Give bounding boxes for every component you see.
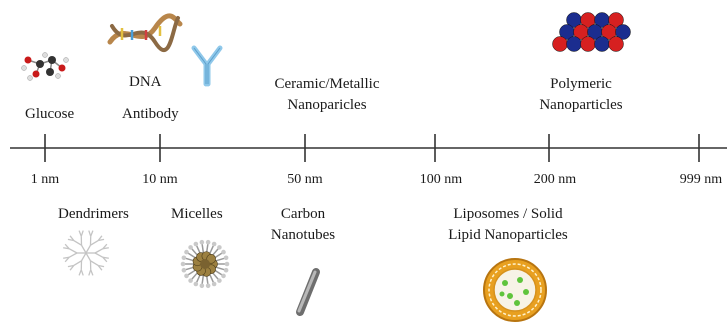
label-antibody: Antibody — [122, 106, 179, 122]
label-polymeric-line1: Polymeric — [550, 76, 612, 92]
glucose-molecule-icon — [21, 52, 69, 81]
dendrimer-icon — [63, 230, 109, 276]
liposome-icon — [483, 258, 547, 322]
polymeric-nanoparticles-icon — [552, 12, 631, 52]
tick-label-10nm: 10 nm — [142, 172, 178, 187]
label-glucose: Glucose — [25, 106, 75, 122]
label-liposomes-line1: Liposomes / Solid — [453, 206, 563, 222]
label-carbon-line2: Nanotubes — [270, 227, 336, 243]
label-polymeric-nanoparticles: Polymeric Nanoparticles — [539, 74, 622, 116]
label-ceramic-metallic-nanoparticles: Ceramic/Metallic Nanoparicles — [275, 74, 380, 116]
label-ceramic-line1: Ceramic/Metallic — [274, 76, 380, 92]
micelle-icon — [180, 239, 230, 289]
tick-label-50nm: 50 nm — [287, 172, 323, 187]
carbon-nanotube-icon — [296, 268, 320, 316]
label-polymeric-line2: Nanoparticles — [539, 97, 623, 113]
tick-label-200nm: 200 nm — [533, 172, 577, 187]
tick-label-1nm: 1 nm — [30, 172, 60, 187]
label-liposomes-line2: Lipid Nanoparticles — [448, 227, 568, 243]
dna-helix-icon — [107, 13, 183, 53]
antibody-icon — [191, 45, 223, 87]
label-carbon-nanotubes: Carbon Nanotubes — [271, 204, 335, 246]
tick-label-999nm: 999 nm — [679, 172, 723, 187]
label-micelles: Micelles — [171, 206, 223, 222]
label-dna: DNA — [129, 74, 162, 90]
label-dendrimers: Dendrimers — [58, 206, 129, 222]
label-liposomes-solid-lipid-nanoparticles: Liposomes / Solid Lipid Nanoparticles — [448, 204, 568, 246]
label-carbon-line1: Carbon — [280, 206, 326, 222]
tick-label-100nm: 100 nm — [419, 172, 463, 187]
axis-ticks — [44, 134, 700, 162]
label-ceramic-line2: Nanoparicles — [287, 97, 367, 113]
